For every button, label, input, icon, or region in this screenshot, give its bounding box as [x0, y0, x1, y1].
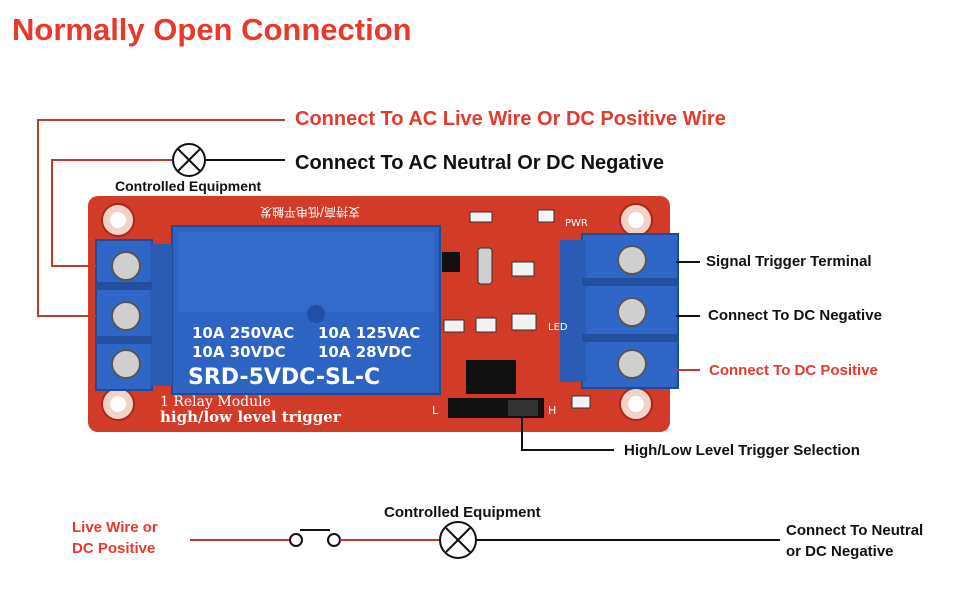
label-dc-positive: Connect To DC Positive: [709, 362, 878, 379]
optocoupler: [466, 360, 516, 394]
screw-icon: [111, 251, 141, 281]
mounting-hole: [628, 212, 644, 228]
lamp-icon: [172, 143, 206, 177]
led-label: LED: [548, 322, 568, 333]
smd-component: [571, 395, 591, 409]
smd-component: [469, 211, 493, 223]
lamp-icon: [439, 521, 477, 559]
live-wire: [37, 119, 285, 317]
screw-icon: [617, 245, 647, 275]
label-ac-neutral: Connect To AC Neutral Or DC Negative: [295, 152, 664, 174]
transistor: [442, 252, 460, 272]
label-neutral-line2: or DC Negative: [786, 543, 894, 560]
label-live-line1: Live Wire or: [72, 519, 158, 536]
module-text-1: 1 Relay Module: [160, 394, 271, 410]
label-controlled-equipment-top: Controlled Equipment: [115, 178, 262, 194]
smd-component: [537, 209, 555, 223]
jumper-label-l: L: [432, 404, 439, 417]
mounting-hole: [628, 396, 644, 412]
switch-icon: [289, 529, 341, 547]
relay-model: SRD-5VDC-SL-C: [188, 365, 380, 390]
relay-rating-1a: 10A 250VAC: [192, 324, 294, 342]
board-chinese-text: 支持高/低电平触发: [260, 205, 360, 220]
diode: [477, 247, 493, 285]
screw-icon: [617, 297, 647, 327]
label-controlled-equipment-bottom: Controlled Equipment: [384, 504, 541, 521]
relay-board: 支持高/低电平触发 10A 250VAC 10A 125VAC 10A 30VD…: [88, 196, 679, 432]
module-text-2: high/low level trigger: [160, 408, 342, 426]
mounting-hole: [110, 396, 126, 412]
smd-component: [443, 319, 465, 333]
relay-rating-1b: 10A 125VAC: [318, 324, 420, 342]
relay-rating-2a: 10A 30VDC: [192, 343, 286, 361]
smd-component: [511, 313, 537, 331]
screw-icon: [617, 349, 647, 379]
label-dc-negative: Connect To DC Negative: [708, 307, 882, 324]
screw-icon: [111, 349, 141, 379]
bottom-schematic: [190, 521, 780, 559]
trigger-leader: [521, 418, 614, 451]
smd-component: [475, 317, 497, 333]
page-title: Normally Open Connection: [12, 12, 412, 47]
label-signal-trigger: Signal Trigger Terminal: [706, 253, 872, 270]
relay-rating-2b: 10A 28VDC: [318, 343, 412, 361]
label-live-line2: DC Positive: [72, 540, 156, 557]
right-terminal-block: [560, 233, 679, 389]
label-ac-live: Connect To AC Live Wire Or DC Positive W…: [295, 108, 726, 130]
smd-component: [511, 261, 535, 277]
left-terminal-block: [95, 239, 172, 391]
neutral-wire-left: [51, 159, 172, 267]
wiring-top: [37, 119, 285, 317]
pwr-label: PWR: [565, 218, 588, 229]
label-neutral-line1: Connect To Neutral: [786, 522, 924, 539]
jumper-label-h: H: [548, 404, 556, 417]
mounting-hole: [110, 212, 126, 228]
jumper-cap: [508, 400, 538, 416]
relay-dot: [307, 305, 325, 323]
screw-icon: [111, 301, 141, 331]
relay-highlight: [178, 232, 434, 312]
label-trigger-selection: High/Low Level Trigger Selection: [624, 442, 860, 459]
